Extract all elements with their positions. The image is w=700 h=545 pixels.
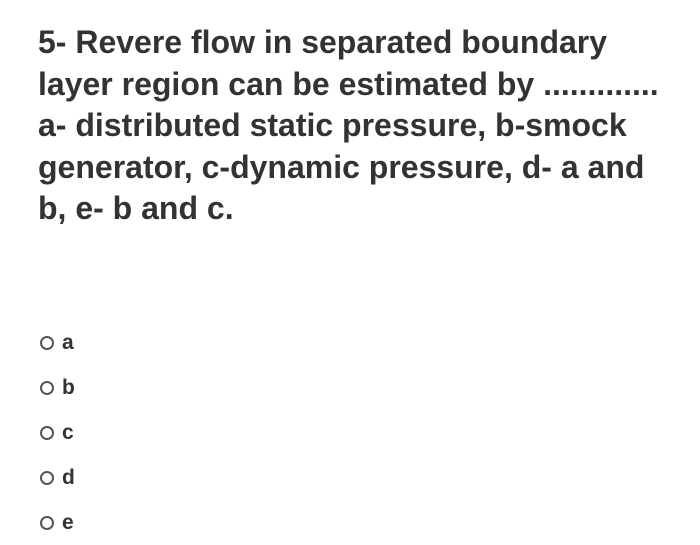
- question-text: 5- Revere flow in separated boundary lay…: [38, 24, 659, 226]
- answer-options: a b c d e: [40, 320, 340, 545]
- option-c[interactable]: c: [40, 410, 340, 455]
- radio-button-c[interactable]: [40, 425, 54, 440]
- option-label-c: c: [62, 420, 74, 444]
- option-d[interactable]: d: [40, 455, 340, 500]
- radio-button-a[interactable]: [40, 335, 54, 350]
- option-a[interactable]: a: [40, 320, 340, 365]
- option-b[interactable]: b: [40, 365, 340, 410]
- option-e[interactable]: e: [40, 500, 340, 545]
- option-label-a: a: [62, 330, 74, 354]
- option-label-e: e: [62, 510, 74, 534]
- radio-button-e[interactable]: [40, 515, 54, 530]
- option-label-d: d: [62, 465, 75, 489]
- radio-button-b[interactable]: [40, 380, 54, 395]
- radio-button-d[interactable]: [40, 470, 54, 485]
- option-label-b: b: [62, 375, 75, 399]
